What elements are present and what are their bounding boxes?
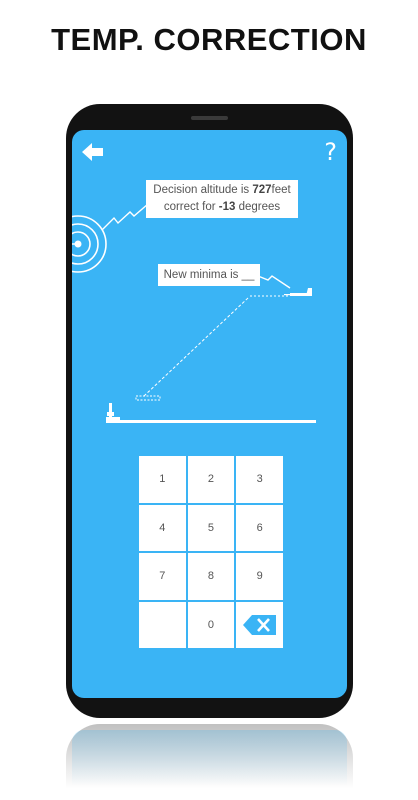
callout-1-text-2: correct for	[163, 201, 219, 213]
runway-line	[106, 420, 316, 423]
key-6[interactable]: 6	[236, 504, 283, 551]
key-0[interactable]: 0	[187, 601, 235, 648]
help-icon[interactable]: ?	[324, 138, 337, 166]
key-7[interactable]: 7	[139, 553, 186, 600]
key-2[interactable]: 2	[187, 456, 235, 503]
temperature-value: -13	[218, 201, 236, 213]
page-title: TEMP. CORRECTION	[51, 22, 367, 57]
backspace-icon	[242, 614, 276, 635]
airplane-icon	[284, 288, 312, 296]
key-3[interactable]: 3	[236, 456, 283, 503]
altitude-value: 727	[252, 184, 272, 196]
key-blank	[139, 601, 186, 648]
approach-illustration	[72, 203, 316, 423]
key-5[interactable]: 5	[187, 504, 235, 551]
callout-2-pointer	[257, 275, 291, 289]
decision-altitude-callout: Decision altitude is 727feet correct for…	[146, 180, 298, 218]
key-4[interactable]: 4	[139, 504, 186, 551]
degrees-label: degrees	[235, 201, 281, 213]
delete-key[interactable]	[236, 601, 283, 648]
key-9[interactable]: 9	[236, 553, 283, 600]
key-1[interactable]: 1	[139, 456, 186, 503]
phone-reflection-screen	[72, 730, 347, 800]
phone-speaker	[191, 116, 228, 120]
phone-frame: ?	[66, 104, 353, 718]
new-minima-callout: New minima is __	[158, 264, 260, 286]
key-8[interactable]: 8	[187, 553, 235, 600]
tower-icon	[107, 403, 114, 421]
back-arrow-icon[interactable]	[82, 142, 104, 162]
altitude-unit: feet	[271, 184, 291, 196]
beacon-icon	[72, 215, 107, 273]
phone-reflection	[66, 724, 353, 800]
callout-1-pointer	[101, 203, 149, 231]
callout-1-text: Decision altitude is	[153, 184, 253, 196]
glide-path	[143, 297, 249, 397]
app-screen: ?	[72, 130, 347, 698]
minima-marker	[135, 395, 161, 401]
numeric-keypad: 1 2 3 4 5 6 7 8 9 0	[139, 456, 283, 648]
